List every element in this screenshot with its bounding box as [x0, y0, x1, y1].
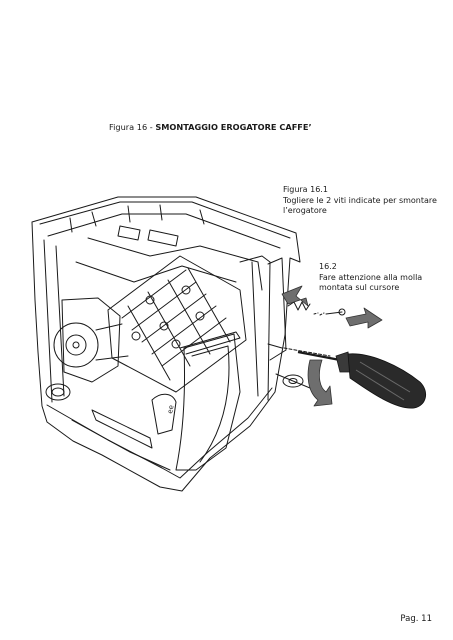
figure-caption: Figura 16 - SMONTAGGIO EROGATORE CAFFE’: [109, 122, 312, 132]
curved-arrow-icon: [307, 359, 333, 407]
front-chute: [175, 333, 241, 471]
base-foot: [282, 374, 304, 388]
brew-group-grid: [121, 267, 231, 381]
housing-bottom: [46, 387, 273, 479]
note-number: 16.2: [319, 262, 337, 271]
left-arrow-icon: [281, 285, 309, 307]
housing-left-inner: [55, 245, 65, 397]
right-arrow-icon: [345, 307, 383, 329]
dispenser-hub: [65, 334, 87, 356]
note-16-2: 16.2 Fare attenzione alla molla montata …: [319, 262, 422, 294]
housing-inner-top: [47, 213, 281, 249]
housing-top-edge: [39, 201, 291, 239]
right-cover: [267, 257, 287, 361]
housing-left-wall: [43, 239, 53, 403]
brew-group-frame: [107, 255, 247, 393]
screw-icon: [267, 343, 283, 349]
note-text-line: montata sul cursore: [319, 283, 400, 293]
chute-lip: [179, 331, 241, 355]
figure-caption-title: SMONTAGGIO EROGATORE CAFFE’: [155, 122, 312, 132]
note-number: Figura 16.1: [283, 185, 328, 194]
note-figure-16-1: Figura 16.1 Togliere le 2 viti indicate …: [283, 185, 437, 217]
lower-tray: [91, 409, 153, 449]
housing-floor: [71, 419, 171, 471]
top-rim-rib: [69, 204, 205, 233]
note-text-line: Fare attenzione alla molla: [319, 272, 423, 282]
figure-caption-prefix: Figura 16 -: [109, 122, 156, 132]
dispenser-body: [61, 297, 121, 383]
note-text-line: Togliere le 2 viti indicate per smontare: [283, 195, 437, 205]
base-lever: [151, 393, 177, 435]
page-number: Pag. 11: [400, 614, 432, 624]
dispenser-wheel: [53, 322, 99, 368]
upper-inner-shelf: [75, 261, 237, 283]
screwdriver-icon: [297, 350, 427, 409]
engraved-mark: ee: [166, 404, 175, 414]
brew-group-screw: [145, 295, 155, 305]
right-guide-rail: [239, 255, 271, 401]
top-rim-slots: [117, 225, 179, 247]
housing-outline: [31, 196, 301, 492]
upper-rear-panel: [87, 237, 263, 291]
lower-knob: [45, 383, 71, 401]
note-text-line: l’erogatore: [283, 206, 327, 216]
